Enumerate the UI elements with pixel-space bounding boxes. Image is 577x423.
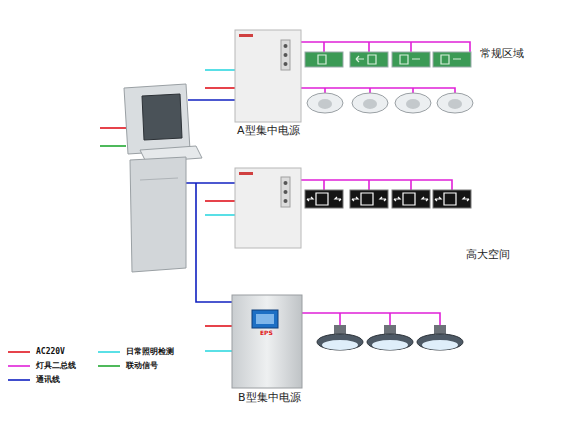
indicator	[284, 62, 288, 66]
indicator	[284, 181, 288, 185]
area-label: 高大空间	[466, 249, 510, 260]
lamp-lens	[406, 99, 420, 109]
lamp-lens	[363, 99, 377, 109]
power-wire	[205, 200, 235, 202]
lamp-body	[417, 334, 463, 350]
oval-light	[437, 93, 473, 113]
brand-mark	[239, 34, 253, 37]
oval-light	[352, 93, 388, 113]
legend-line	[98, 365, 120, 367]
cabinet-body	[232, 295, 302, 388]
console-seam	[140, 178, 178, 180]
legend-text: AC220V	[36, 348, 65, 356]
exit-sign	[305, 52, 343, 67]
lamp-lens	[318, 99, 332, 109]
b-power-cabinet	[232, 295, 302, 388]
legend-samples	[8, 352, 120, 380]
bus-drop	[368, 180, 370, 190]
lamp-driver	[384, 325, 396, 334]
comm-wire	[186, 182, 235, 184]
area-label: 常规区域	[480, 48, 524, 59]
exit-sign-row	[305, 190, 471, 208]
legend-line	[8, 365, 30, 367]
detect-wire	[205, 69, 235, 71]
comm-wire	[188, 99, 235, 101]
legend-text: 联动信号	[126, 362, 158, 370]
lamp-body	[367, 334, 413, 350]
brand-text: EPS	[260, 330, 273, 336]
box-panel	[281, 177, 290, 207]
display-screen	[256, 314, 274, 324]
lamp-driver	[434, 325, 446, 334]
indicator	[284, 199, 288, 203]
legend-line	[8, 379, 30, 381]
box-label: A型集中电源	[237, 125, 300, 136]
bus-drop	[389, 313, 391, 325]
sign-symbol	[307, 193, 469, 205]
monitor-console	[124, 84, 202, 272]
power-box-node: A型集中电源	[235, 30, 301, 122]
lamp-body	[317, 334, 363, 350]
emergency-light-row	[307, 93, 473, 113]
console-head	[124, 84, 190, 154]
lamp-glow	[322, 340, 358, 350]
bus-drop	[410, 42, 412, 52]
a-power-box	[235, 30, 301, 122]
legend-text: 通讯线	[36, 376, 60, 384]
legend-line	[98, 351, 120, 353]
cabinet-display	[252, 310, 278, 328]
exit-sign	[433, 52, 471, 67]
bus-drop	[410, 180, 412, 190]
indicator	[284, 53, 288, 57]
exit-sign-row	[305, 52, 471, 67]
legend-text: 灯具二总线	[36, 362, 76, 370]
linkage-wire	[100, 145, 126, 147]
lamp-bus	[300, 42, 470, 325]
oval-light	[395, 93, 431, 113]
power-wire	[205, 87, 235, 89]
box-body	[235, 30, 301, 122]
legend-line	[8, 351, 30, 353]
power-wire	[100, 127, 126, 129]
power-box-node: EPSB型集中电源	[232, 295, 302, 388]
exit-sign	[392, 52, 430, 67]
indicator	[284, 190, 288, 194]
bus-line	[300, 180, 452, 190]
bus-drop	[323, 42, 325, 52]
a-power-box	[235, 168, 301, 248]
console-cabinet	[130, 157, 186, 272]
lamp-glow	[372, 340, 408, 350]
bus-line	[300, 42, 470, 52]
box-body	[235, 168, 301, 248]
lamp-lens	[448, 99, 462, 109]
bus-drop	[368, 42, 370, 52]
box-label: B型集中电源	[238, 392, 301, 403]
bus-drop	[339, 313, 341, 325]
detect-wire	[205, 214, 235, 216]
oval-light	[307, 93, 343, 113]
sign-symbol	[318, 55, 461, 64]
high-bay-lamps	[317, 325, 463, 350]
box-panel	[281, 40, 290, 70]
lamp-driver	[334, 325, 346, 334]
legend-text: 日常照明检测	[126, 348, 174, 356]
console-screen	[142, 94, 182, 140]
indicator	[284, 44, 288, 48]
lamp-glow	[422, 340, 458, 350]
power-wire	[205, 325, 232, 327]
detect-wire	[205, 350, 232, 352]
bus-line	[302, 313, 440, 325]
brand-mark	[239, 172, 253, 175]
bus-drop	[323, 180, 325, 190]
